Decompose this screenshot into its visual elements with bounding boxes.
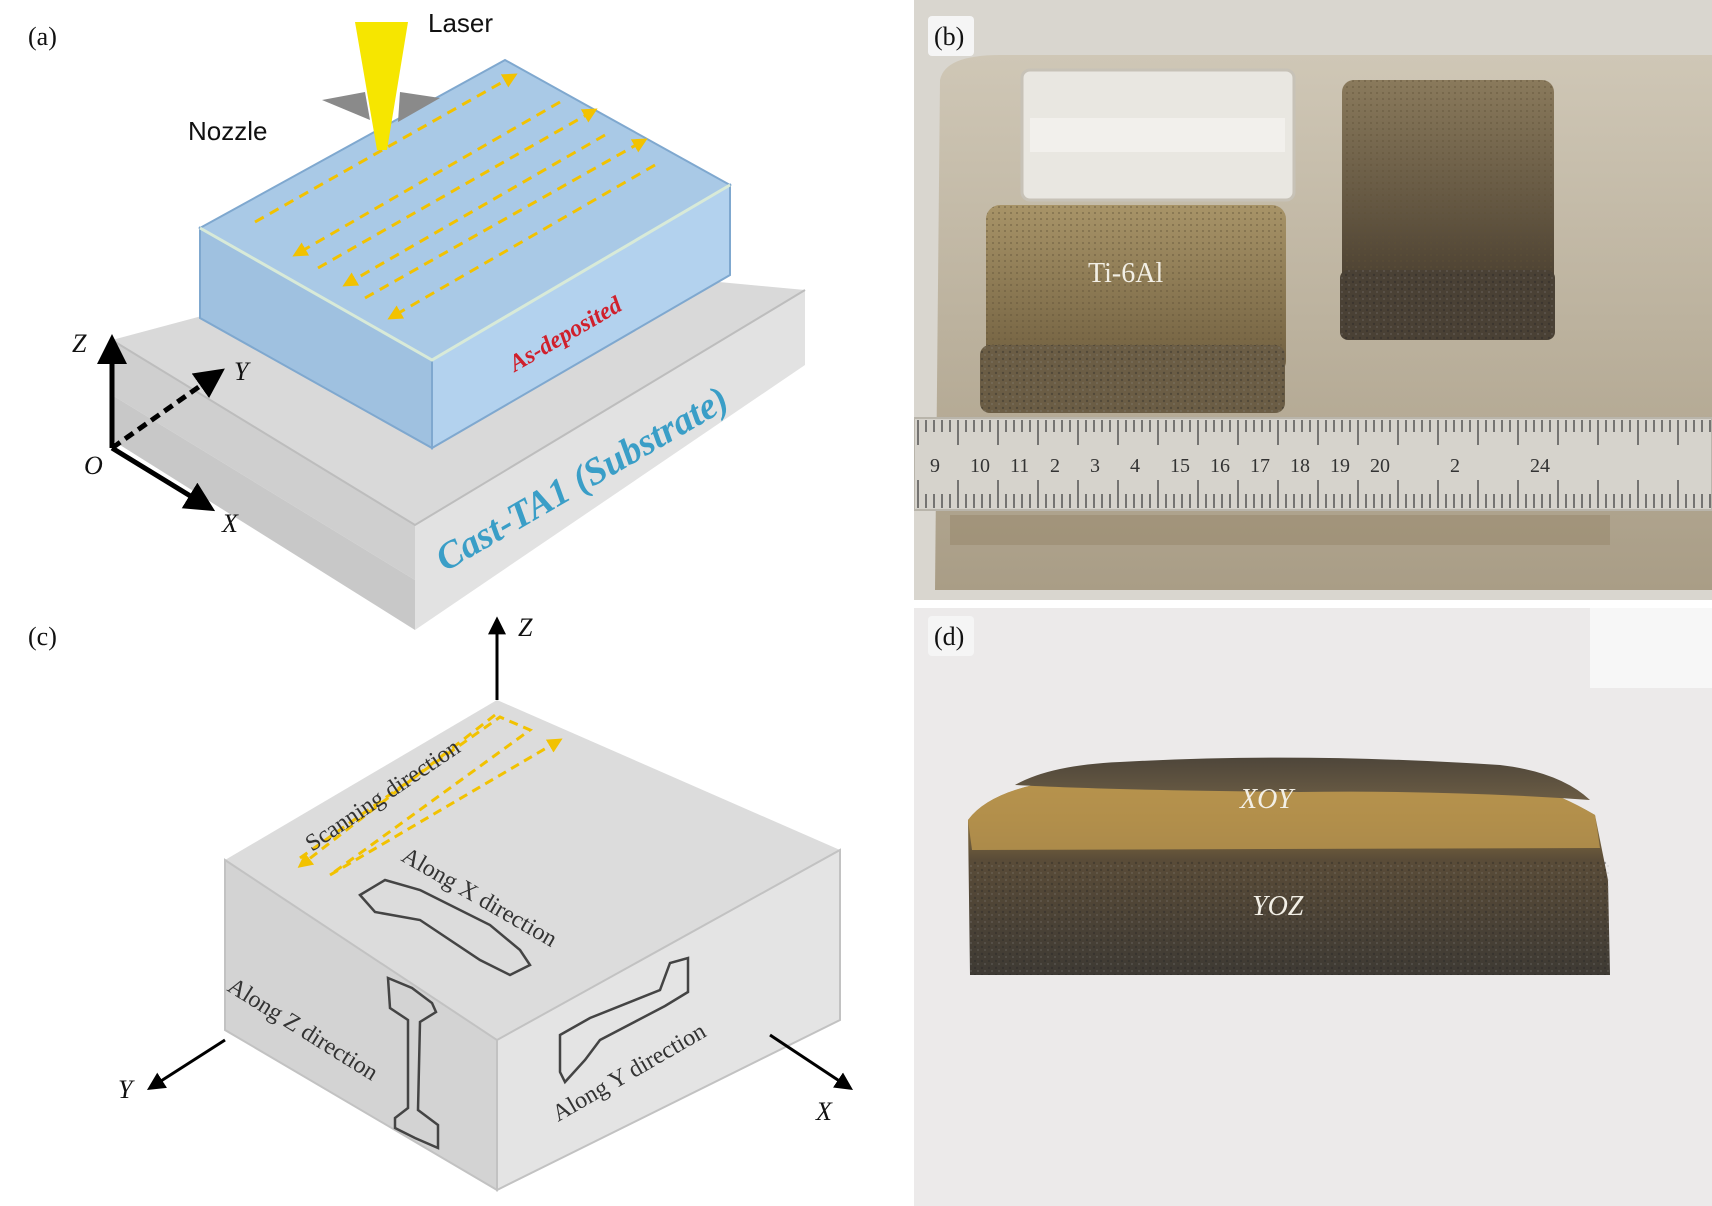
deposit-block xyxy=(197,58,733,450)
panel-a: (a) Las xyxy=(28,8,806,630)
axis-z-a: Z xyxy=(72,329,87,358)
laser-label: Laser xyxy=(428,8,493,38)
specimen-x-icon xyxy=(358,878,532,977)
axis-x-a: X xyxy=(221,509,239,538)
right-sample xyxy=(1340,80,1555,340)
ruler-number: 18 xyxy=(1290,455,1310,477)
ruler-number: 9 xyxy=(930,455,940,477)
scan-path xyxy=(254,73,656,320)
ruler-number: 2 xyxy=(1450,455,1460,477)
ruler-number: 4 xyxy=(1130,455,1140,477)
ti6al-sample xyxy=(980,205,1286,413)
cross-section-sample xyxy=(968,757,1610,975)
side-face-label: YOZ xyxy=(1252,891,1304,922)
panel-d: XOY YOZ xyxy=(914,608,1712,1206)
ruler-number: 20 xyxy=(1370,455,1390,477)
laser-beam-icon xyxy=(355,22,408,150)
panel-d-label: (d) xyxy=(934,622,964,651)
specimen-z-icon xyxy=(386,976,440,1150)
nozzle-icon xyxy=(322,92,440,122)
ruler-number: 17 xyxy=(1250,455,1270,477)
ruler-number: 15 xyxy=(1170,455,1190,477)
ruler-number: 2 xyxy=(1050,455,1060,477)
scanning-arrows xyxy=(297,713,563,877)
ruler: 9 10 11 2 3 4 15 16 17 18 19 20 2 24 xyxy=(913,417,1712,511)
axis-x-c: X xyxy=(815,1097,833,1126)
panel-a-label: (a) xyxy=(28,22,57,51)
axis-y-c: Y xyxy=(118,1075,135,1104)
ruler-number: 11 xyxy=(1010,455,1029,477)
ruler-number: 10 xyxy=(970,455,990,477)
panel-b-label: (b) xyxy=(934,22,964,51)
photo-labels: (b) (d) xyxy=(928,16,974,656)
panel-c: (c) Scanning direction Along X direction… xyxy=(28,613,854,1192)
ruler-number: 19 xyxy=(1330,455,1350,477)
axes-a: Z Y X O xyxy=(72,329,251,538)
nozzle-label: Nozzle xyxy=(188,116,267,146)
axes-c: Z Y X xyxy=(118,613,854,1126)
top-face-label: XOY xyxy=(1239,784,1296,815)
cube xyxy=(224,700,841,1192)
axis-z-c: Z xyxy=(518,613,533,642)
specimen-y-icon xyxy=(558,956,690,1085)
panel-c-label: (c) xyxy=(28,622,57,651)
sample-label: Ti-6Al xyxy=(1088,258,1163,289)
ruler-number: 3 xyxy=(1090,455,1100,477)
axis-y-a: Y xyxy=(234,357,251,386)
ruler-number: 16 xyxy=(1210,455,1230,477)
ruler-number: 24 xyxy=(1530,455,1550,477)
panel-b: Ti-6Al 9 10 11 2 3 4 15 16 17 18 19 20 2 24 xyxy=(913,0,1712,600)
axis-origin-a: O xyxy=(84,451,103,480)
